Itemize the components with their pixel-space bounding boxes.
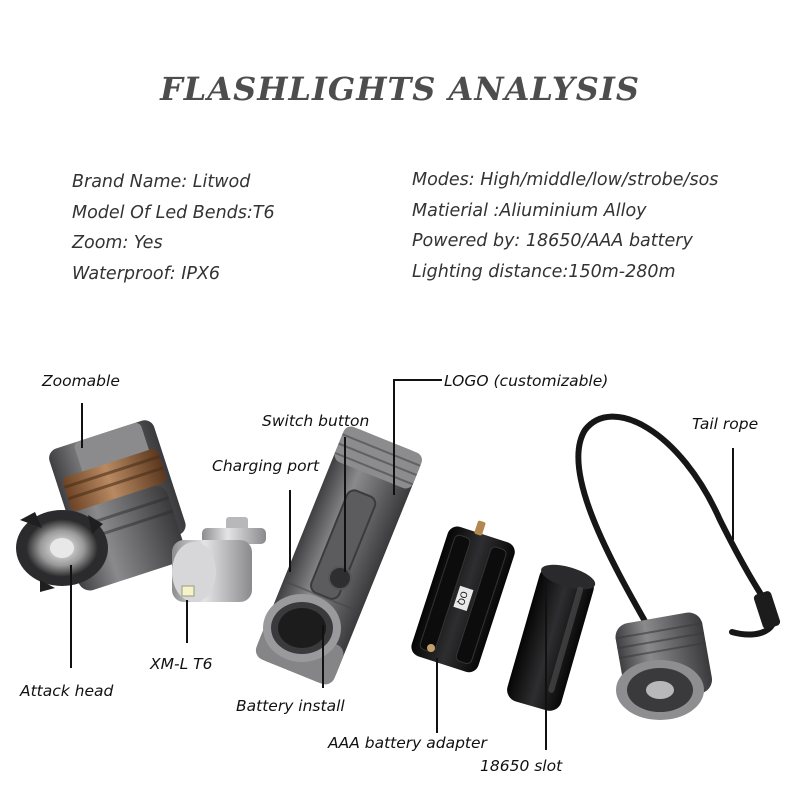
- spec-power: Powered by: 18650/AAA battery: [412, 231, 693, 251]
- page-title: FLASHLIGHTS ANALYSIS: [160, 70, 640, 108]
- spec-led-model: Model Of Led Bends:T6: [72, 202, 275, 223]
- label-aaa-adapter: AAA battery adapter: [328, 734, 487, 752]
- battery-18650-part: [507, 564, 596, 711]
- label-zoomable: Zoomable: [42, 372, 120, 390]
- spec-list-right: Modes: High/middle/low/strobe/sos Matier…: [412, 168, 718, 290]
- spec-waterproof: Waterproof: IPX6: [72, 263, 221, 284]
- spec-zoom: Zoom: Yes: [72, 233, 163, 253]
- label-xml-t6: XM-L T6: [150, 655, 213, 673]
- label-logo: LOGO (customizable): [444, 372, 609, 390]
- tail-rope: [575, 413, 775, 633]
- flashlight-body-part: [255, 426, 422, 685]
- attack-head-part: [16, 420, 186, 592]
- callout-lines: [70, 379, 734, 750]
- tail-cap-part: [575, 413, 781, 720]
- label-battery-install: Battery install: [236, 697, 345, 715]
- label-tail-rope: Tail rope: [692, 415, 759, 433]
- spec-list-left: Brand Name: Litwod Model Of Led Bends:T6…: [72, 170, 275, 292]
- label-charging-port: Charging port: [212, 457, 320, 475]
- adapter-mark-text: OQ: [455, 590, 469, 607]
- label-18650-slot: 18650 slot: [480, 757, 563, 775]
- led-module-part: [172, 517, 266, 602]
- spec-material: Matierial :Aliuminium Alloy: [412, 200, 647, 221]
- spec-modes: Modes: High/middle/low/strobe/sos: [412, 170, 719, 190]
- spec-brand: Brand Name: Litwod: [72, 172, 251, 192]
- logo-leader-line: [393, 379, 442, 495]
- label-switch-button: Switch button: [262, 412, 370, 430]
- label-attack-head: Attack head: [20, 682, 114, 700]
- spec-distance: Lighting distance:150m-280m: [412, 261, 676, 282]
- aaa-adapter-part: OQ: [411, 520, 515, 673]
